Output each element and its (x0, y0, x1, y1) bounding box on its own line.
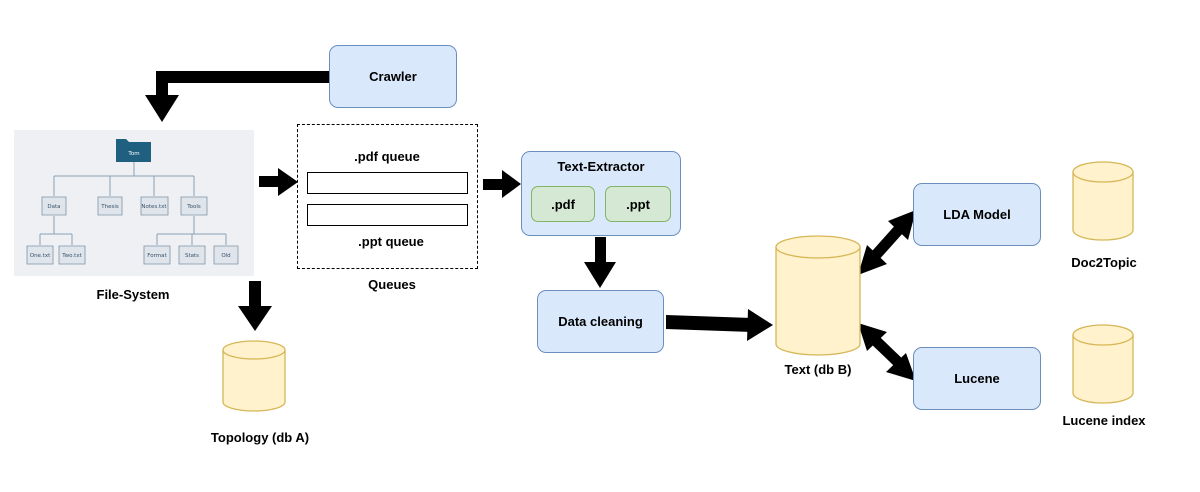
text-db-cylinder (775, 235, 861, 356)
lucene-node: Lucene (913, 347, 1041, 410)
root-folder-label: Tom (127, 151, 139, 157)
arrow-filesystem-to-topology (238, 281, 272, 331)
tree-item-stats: Stats (185, 253, 199, 259)
tree-item-data: Data (47, 204, 60, 210)
arrow-textdb-lucene-bidirectional (858, 323, 916, 381)
text-db-label: Text (db B) (784, 362, 852, 377)
file-system-label: File-System (96, 287, 170, 302)
tree-item-two: Two.txt (61, 253, 82, 259)
tree-item-one: One.txt (30, 253, 51, 259)
file-tree-diagram: Tom Data Thesis Notes.txt Tools One.txt … (26, 139, 239, 265)
doc2topic-cylinder (1072, 161, 1134, 241)
pdf-queue-bar (307, 172, 468, 194)
queues-container (297, 124, 478, 269)
tree-item-notes: Notes.txt (141, 204, 167, 210)
extractor-pdf-label: .pdf (551, 196, 575, 212)
lucene-index-cylinder (1072, 324, 1134, 404)
root-folder-icon: Tom (116, 139, 151, 162)
crawler-label: Crawler (369, 69, 417, 84)
extractor-ppt-node: .ppt (605, 186, 671, 222)
queues-label: Queues (368, 277, 416, 292)
lucene-label: Lucene (954, 371, 1000, 386)
lda-model-label: LDA Model (943, 207, 1011, 222)
topology-label: Topology (db A) (210, 430, 310, 445)
arrow-crawler-to-filesystem (145, 71, 330, 122)
tree-item-format: Format (147, 253, 167, 259)
lda-model-node: LDA Model (913, 183, 1041, 246)
arrow-filesystem-to-queues (259, 168, 298, 196)
lucene-index-label: Lucene index (1062, 413, 1146, 428)
extractor-ppt-label: .ppt (626, 196, 650, 212)
topology-db-cylinder (222, 340, 286, 412)
pdf-queue-label: .pdf queue (354, 149, 420, 164)
extractor-pdf-node: .pdf (531, 186, 595, 222)
ppt-queue-bar (307, 204, 468, 226)
arrow-extractor-to-cleaning (584, 237, 616, 288)
ppt-queue-label: .ppt queue (358, 234, 424, 249)
arrow-cleaning-to-textdb (666, 309, 773, 341)
crawler-node: Crawler (329, 45, 457, 108)
data-cleaning-label: Data cleaning (558, 314, 643, 329)
arrow-textdb-lda-bidirectional (858, 210, 916, 275)
data-cleaning-node: Data cleaning (537, 290, 664, 353)
arrow-queues-to-extractor (483, 170, 521, 198)
tree-item-tools: Tools (186, 204, 201, 210)
tree-item-old: Old (221, 253, 230, 259)
tree-item-thesis: Thesis (100, 204, 119, 210)
file-system-image: Tom Data Thesis Notes.txt Tools One.txt … (14, 130, 254, 276)
text-extractor-label: Text-Extractor (557, 159, 645, 174)
doc2topic-label: Doc2Topic (1071, 255, 1137, 270)
